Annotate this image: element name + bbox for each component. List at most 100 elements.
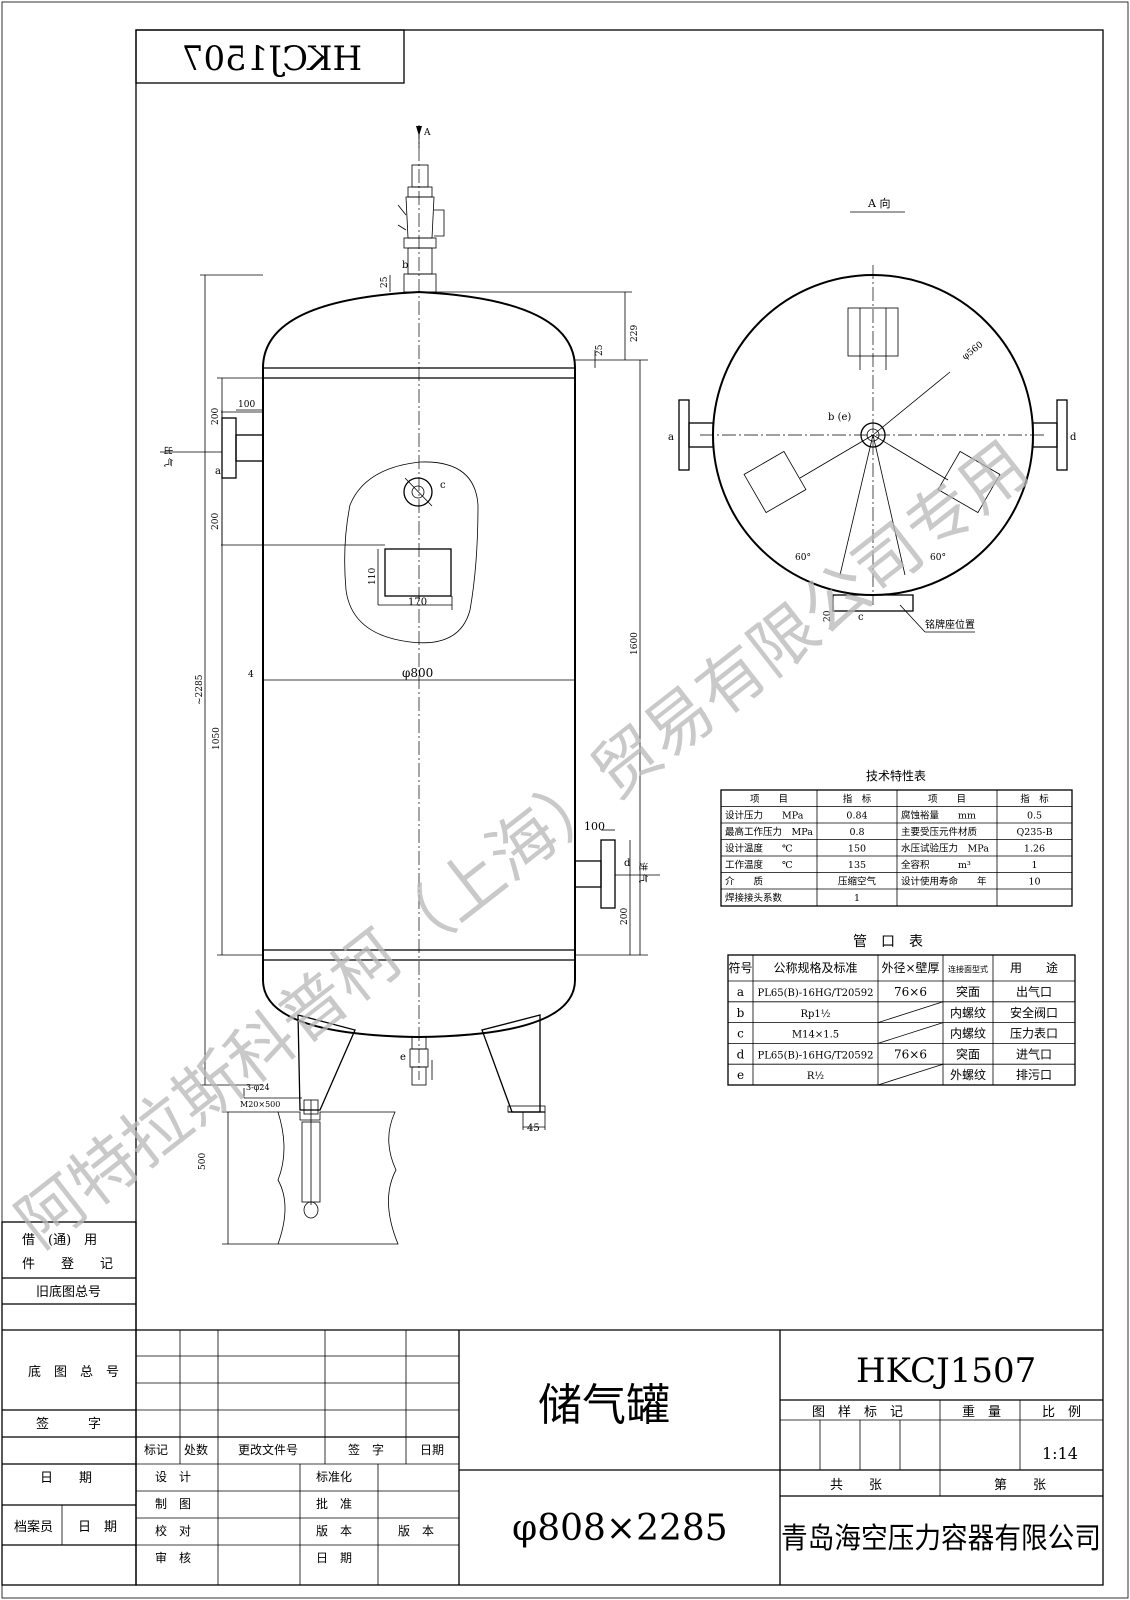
- tech-table-cell: 1: [854, 893, 860, 904]
- nozzle-table-cell: 压力表口: [1010, 1027, 1058, 1041]
- nozzle-table-cell: PL65(B)-16HG/T20592: [758, 1050, 874, 1061]
- tech-table-cell: Q235-B: [1016, 827, 1052, 838]
- dim-100-left: 100: [238, 400, 255, 410]
- inner-border: [135, 29, 1104, 1586]
- view-a-label-be: b (e): [828, 412, 851, 423]
- tech-table-cell: 全容积 m³: [901, 859, 971, 871]
- label-a: a: [215, 466, 221, 477]
- nozzle-table-cell: 出气口: [1016, 984, 1052, 999]
- nozzle-table-header: 用 途: [1010, 960, 1058, 975]
- tech-table-cell: 0.8: [849, 827, 864, 838]
- angle-60-right: 60°: [930, 553, 946, 563]
- nozzle-table-cell: 安全阀口: [1010, 1005, 1058, 1020]
- dim-500: 500: [198, 1153, 208, 1170]
- tech-table-cell: 工作温度 ℃: [725, 859, 793, 871]
- mark-label: 标记: [144, 1443, 168, 1457]
- dim-4: 4: [248, 670, 254, 680]
- tech-table-cell: 135: [848, 860, 866, 871]
- date-label: 日 期: [40, 1471, 92, 1486]
- tech-table-cell: 设计使用寿命 年: [901, 876, 987, 888]
- nozzle-table-header: 外径×壁厚: [881, 960, 939, 975]
- dim-45: 45: [527, 1123, 540, 1134]
- label-d: d: [624, 858, 631, 869]
- angle-60-left: 60°: [795, 553, 811, 563]
- tech-table-cell: 1: [1031, 860, 1037, 871]
- nameplate-region: [344, 461, 479, 644]
- nozzle-table-cell: b: [737, 1006, 745, 1020]
- left-registration-block: 借 (通) 用 件 登 记 旧底图总号 底 图 总 号 签 字 日 期 档案员 …: [1, 1221, 137, 1586]
- tech-table-cell: 主要受压元件材质: [901, 826, 978, 838]
- dim-25-top: 25: [380, 276, 390, 288]
- company-name: 青岛海空压力容器有限公司: [781, 1521, 1101, 1555]
- dim-229: 229: [630, 325, 640, 342]
- sheet-number-label: 第 张: [994, 1478, 1046, 1493]
- dim-bolt-size: M20×500: [240, 1100, 280, 1109]
- inlet-gas-label: 进 气: [637, 862, 649, 883]
- safety-valve: [397, 164, 445, 293]
- tech-table-header: 项 目: [928, 794, 966, 805]
- drain-valve: [409, 1036, 433, 1086]
- tech-table-cell: 压缩空气: [838, 876, 877, 888]
- dim-200-left-top: 200: [211, 408, 221, 425]
- old-base-number-label: 旧底图总号: [36, 1284, 101, 1300]
- nozzle-table-cell: 内螺纹: [950, 1027, 986, 1041]
- nozzle-table-header: 公称规格及标准: [773, 960, 857, 975]
- nozzle-table-cell: 内螺纹: [950, 1006, 986, 1020]
- nozzle-table-cell: c: [737, 1027, 744, 1041]
- drawing-number: HKCJ1507: [856, 1351, 1036, 1391]
- tech-table-title: 技术特性表: [866, 768, 926, 783]
- dim-170: 170: [408, 597, 427, 608]
- label-b: b: [402, 260, 408, 271]
- signature-label: 签 字: [36, 1416, 101, 1432]
- nameplate-seat-label: 铭牌座位置: [925, 618, 975, 631]
- dim-25-right: 25: [595, 344, 605, 356]
- standardization-label: 标准化: [316, 1470, 352, 1484]
- drawing-spec: φ808×2285: [512, 1508, 728, 1549]
- elevation-dimension-lines: [160, 274, 660, 1245]
- tech-table-cell: 腐蚀裕量 mm: [901, 810, 976, 822]
- dim-1600: 1600: [630, 632, 640, 655]
- dim-20: 20: [823, 610, 833, 622]
- label-c: c: [440, 480, 446, 491]
- pressure-gauge-port: [403, 477, 433, 507]
- version-label-2: 版 本: [398, 1524, 434, 1538]
- nozzle-table-title: 管 口 表: [853, 934, 923, 950]
- nozzle-table-cell: Rp1½: [801, 1009, 831, 1020]
- nozzle-table-cell: 突面: [956, 984, 980, 999]
- nozzle-a: [221, 417, 264, 479]
- nozzle-table-cell: 进气口: [1016, 1046, 1052, 1061]
- label-e: e: [400, 1052, 406, 1063]
- view-a-title: A 向: [867, 196, 890, 210]
- tech-table-cell: 介 质: [725, 876, 764, 888]
- nozzle-table-cell: 突面: [956, 1046, 980, 1061]
- date-col-label: 日期: [420, 1443, 444, 1457]
- archivist-date-label: 日 期: [78, 1520, 117, 1535]
- nozzle-table-cell: d: [737, 1047, 745, 1061]
- tech-table-header: 指 标: [1020, 793, 1049, 805]
- dim-2285: ~2285: [195, 674, 205, 705]
- archivist-label: 档案员: [14, 1520, 53, 1535]
- mirrored-drawing-number: HKCJ1507: [182, 39, 362, 79]
- nozzle-table-cell: 外螺纹: [950, 1068, 986, 1082]
- elevation-dimension-text: 25 25 229 100 200 200 110 170 1600 ~2285…: [162, 260, 649, 1170]
- total-sheets-label: 共 张: [830, 1478, 882, 1493]
- nozzle-table-cell: 76×6: [894, 985, 927, 999]
- view-a-label-c: c: [858, 612, 864, 623]
- nozzle-d: [574, 839, 616, 909]
- tech-table-cell: 10: [1028, 877, 1040, 888]
- dim-110: 110: [368, 568, 378, 585]
- change-doc-label: 更改文件号: [238, 1442, 298, 1457]
- dim-bolt: 3-φ24: [246, 1083, 270, 1092]
- sign-label: 签 字: [348, 1442, 384, 1457]
- register-label: 件 登 记: [22, 1257, 113, 1272]
- foundation: [277, 1111, 399, 1245]
- nozzle-table-cell: a: [737, 985, 744, 999]
- nameplate: [384, 548, 452, 597]
- view-a: A 向 铭牌座位置 20: [668, 196, 1077, 633]
- tech-table-cell: 设计压力 MPa: [725, 810, 804, 822]
- count-label: 处数: [184, 1442, 208, 1457]
- nozzle-table-cell: 排污口: [1016, 1068, 1052, 1082]
